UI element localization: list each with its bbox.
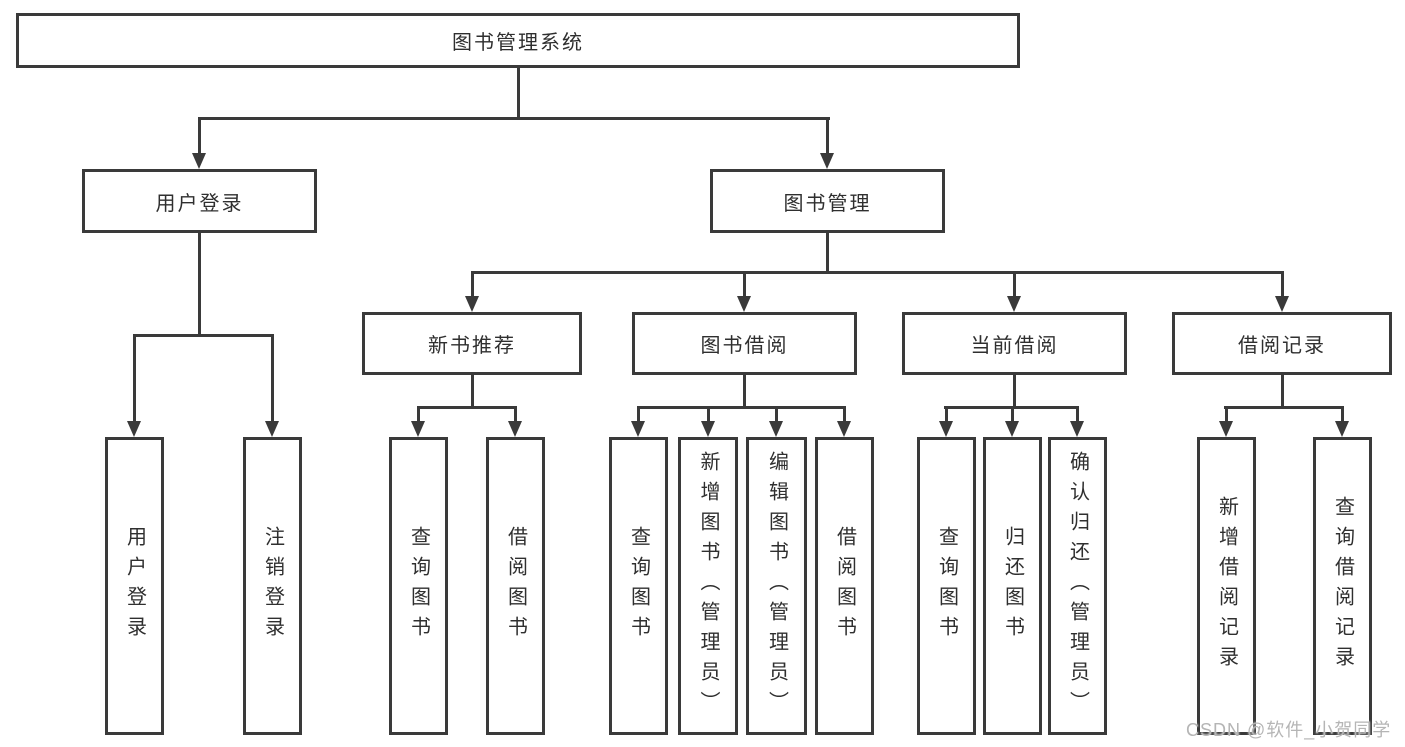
leaf-confirm-return-admin: 确认归还（管理员） xyxy=(1048,437,1107,735)
node-book-management: 图书管理 xyxy=(710,169,945,233)
arrowhead-down-icon xyxy=(192,153,206,169)
connector-line xyxy=(1011,407,1014,421)
connector-line xyxy=(198,233,201,335)
connector-line xyxy=(1341,407,1344,421)
leaf-user-login: 用户登录 xyxy=(105,437,164,735)
arrowhead-down-icon xyxy=(939,421,953,437)
connector-line xyxy=(471,272,474,296)
node-user-login: 用户登录 xyxy=(82,169,317,233)
leaf-add-book-admin: 新增图书（管理员） xyxy=(678,437,738,735)
connector-line xyxy=(1225,407,1228,421)
node-root: 图书管理系统 xyxy=(16,13,1020,68)
leaf-return-book: 归还图书 xyxy=(983,437,1042,735)
arrowhead-down-icon xyxy=(1335,421,1349,437)
arrowhead-down-icon xyxy=(631,421,645,437)
arrowhead-down-icon xyxy=(1070,421,1084,437)
node-borrow-record: 借阅记录 xyxy=(1172,312,1392,375)
connector-line xyxy=(743,272,746,296)
leaf-query-book-current: 查询图书 xyxy=(917,437,976,735)
arrowhead-down-icon xyxy=(769,421,783,437)
arrowhead-down-icon xyxy=(465,296,479,312)
connector-line xyxy=(417,406,517,409)
connector-line xyxy=(271,335,274,421)
arrowhead-down-icon xyxy=(1005,421,1019,437)
connector-line xyxy=(1224,406,1344,409)
connector-line xyxy=(517,68,520,118)
arrowhead-down-icon xyxy=(837,421,851,437)
connector-line xyxy=(1281,375,1284,407)
leaf-logout: 注销登录 xyxy=(243,437,302,735)
connector-line xyxy=(707,407,710,421)
leaf-borrow-book-borrow: 借阅图书 xyxy=(815,437,874,735)
connector-line xyxy=(514,407,517,421)
connector-line xyxy=(1013,272,1016,296)
arrowhead-down-icon xyxy=(1007,296,1021,312)
connector-line xyxy=(826,118,829,153)
arrowhead-down-icon xyxy=(701,421,715,437)
leaf-edit-book-admin: 编辑图书（管理员） xyxy=(746,437,807,735)
connector-line xyxy=(133,334,274,337)
connector-line xyxy=(1013,375,1016,407)
connector-line xyxy=(133,335,136,421)
arrowhead-down-icon xyxy=(820,153,834,169)
connector-line xyxy=(471,271,1284,274)
leaf-query-book-newbook: 查询图书 xyxy=(389,437,448,735)
arrowhead-down-icon xyxy=(508,421,522,437)
arrowhead-down-icon xyxy=(1275,296,1289,312)
leaf-query-borrow-record: 查询借阅记录 xyxy=(1313,437,1372,735)
connector-line xyxy=(1281,272,1284,296)
connector-line xyxy=(471,375,474,407)
arrowhead-down-icon xyxy=(265,421,279,437)
watermark: CSDN @软件_小贺同学 xyxy=(1186,720,1392,740)
connector-line xyxy=(843,407,846,421)
connector-line xyxy=(198,117,830,120)
arrowhead-down-icon xyxy=(1219,421,1233,437)
connector-line xyxy=(198,118,201,153)
node-new-book-recommend: 新书推荐 xyxy=(362,312,582,375)
arrowhead-down-icon xyxy=(737,296,751,312)
node-book-borrow: 图书借阅 xyxy=(632,312,857,375)
connector-line xyxy=(743,375,746,407)
connector-line xyxy=(637,407,640,421)
leaf-borrow-book-newbook: 借阅图书 xyxy=(486,437,545,735)
connector-line xyxy=(417,407,420,421)
arrowhead-down-icon xyxy=(127,421,141,437)
connector-line xyxy=(945,407,948,421)
connector-line xyxy=(775,407,778,421)
connector-line xyxy=(1076,407,1079,421)
leaf-add-borrow-record: 新增借阅记录 xyxy=(1197,437,1256,735)
node-current-borrow: 当前借阅 xyxy=(902,312,1127,375)
connector-line xyxy=(826,233,829,272)
arrowhead-down-icon xyxy=(411,421,425,437)
leaf-query-book-borrow: 查询图书 xyxy=(609,437,668,735)
connector-line xyxy=(637,406,846,409)
